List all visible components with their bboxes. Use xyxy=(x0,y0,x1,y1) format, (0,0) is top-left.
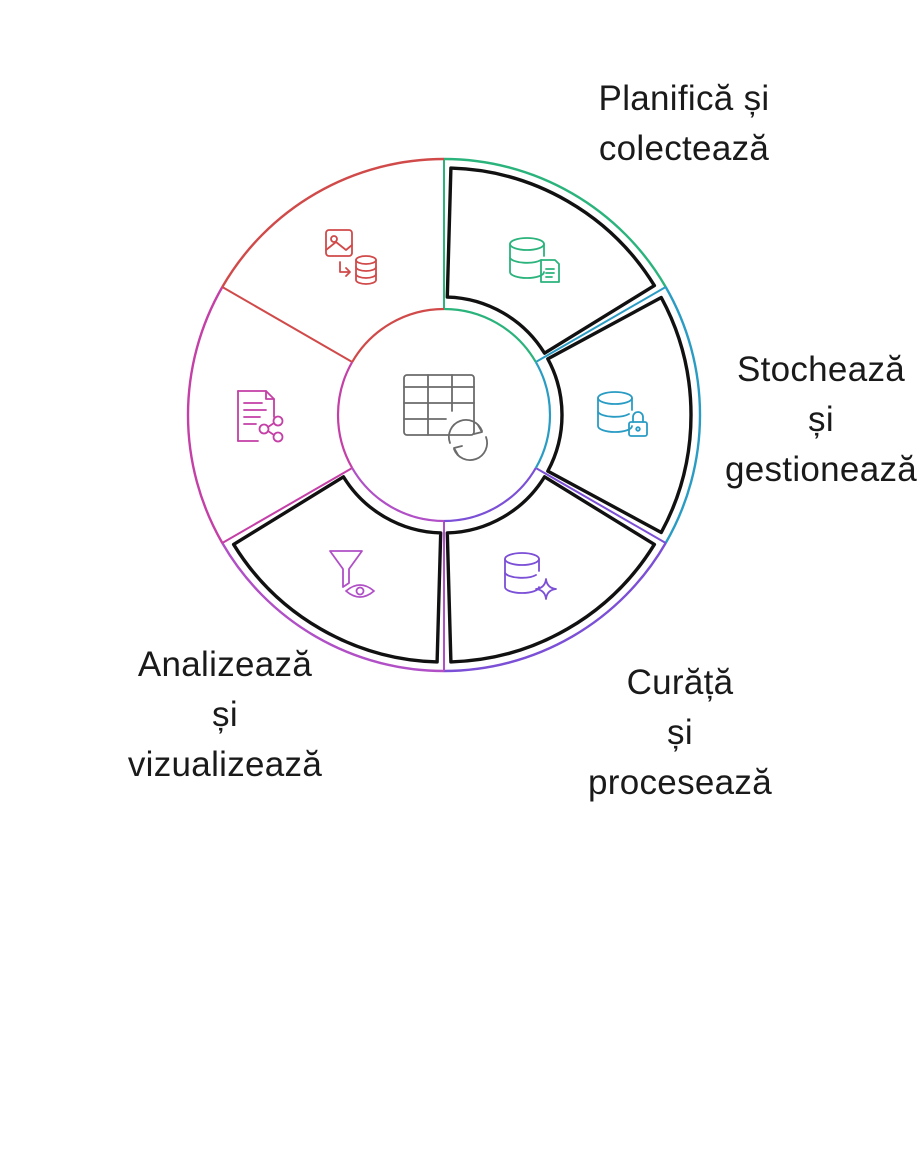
document-share-icon xyxy=(237,390,284,443)
outer-arc-convert xyxy=(221,157,445,288)
filter-eye-icon xyxy=(329,550,375,598)
divider-convert xyxy=(221,286,353,363)
label-store: Stochează și gestionează xyxy=(706,345,922,495)
divider-clean xyxy=(535,467,667,544)
hub-circle xyxy=(337,308,551,522)
hub-arc-clean xyxy=(443,467,537,523)
divider-share xyxy=(221,467,353,544)
segment-icons xyxy=(237,229,648,600)
label-clean-line-1: Curăță xyxy=(626,663,734,702)
segment-analyze xyxy=(231,475,443,664)
divider-store xyxy=(535,286,667,363)
label-analyze-line-3: vizualizează xyxy=(127,745,323,784)
label-plan: Planifică și colectează xyxy=(570,74,798,174)
outer-arc-share xyxy=(186,286,224,544)
label-clean-line-2: și xyxy=(667,713,693,752)
segment-clean xyxy=(445,475,657,664)
hub-arc-analyze xyxy=(351,467,445,523)
database-document-icon xyxy=(509,237,560,283)
hub-arc-share xyxy=(336,361,354,469)
label-analyze-line-2: și xyxy=(212,695,238,734)
outer-arc-analyze xyxy=(221,542,445,673)
label-store-line-1: Stochează xyxy=(736,350,906,389)
hub-arc-convert xyxy=(351,307,445,363)
database-sparkle-icon xyxy=(504,552,557,600)
label-plan-line-1: Planifică și xyxy=(598,79,770,118)
outer-arc-store xyxy=(664,286,702,544)
database-lock-icon xyxy=(597,391,648,437)
image-to-database-icon xyxy=(325,229,377,285)
label-clean-line-3: procesează xyxy=(588,763,772,802)
label-analyze-line-1: Analizează xyxy=(137,645,313,684)
label-analyze: Analizează și vizualizează xyxy=(105,640,345,790)
center-hub xyxy=(336,307,552,523)
label-plan-line-2: colectează xyxy=(598,129,770,168)
label-clean: Curăță și procesează xyxy=(560,658,800,808)
outer-arc-clean xyxy=(443,542,667,673)
hub-arc-plan xyxy=(443,307,537,363)
table-sync-icon xyxy=(403,374,488,461)
segment-store xyxy=(546,295,693,535)
label-store-line-2: și xyxy=(808,400,834,439)
outer-arc-plan xyxy=(443,157,667,288)
hub-arc-store xyxy=(534,361,552,469)
label-store-line-3: gestionează xyxy=(724,450,918,489)
